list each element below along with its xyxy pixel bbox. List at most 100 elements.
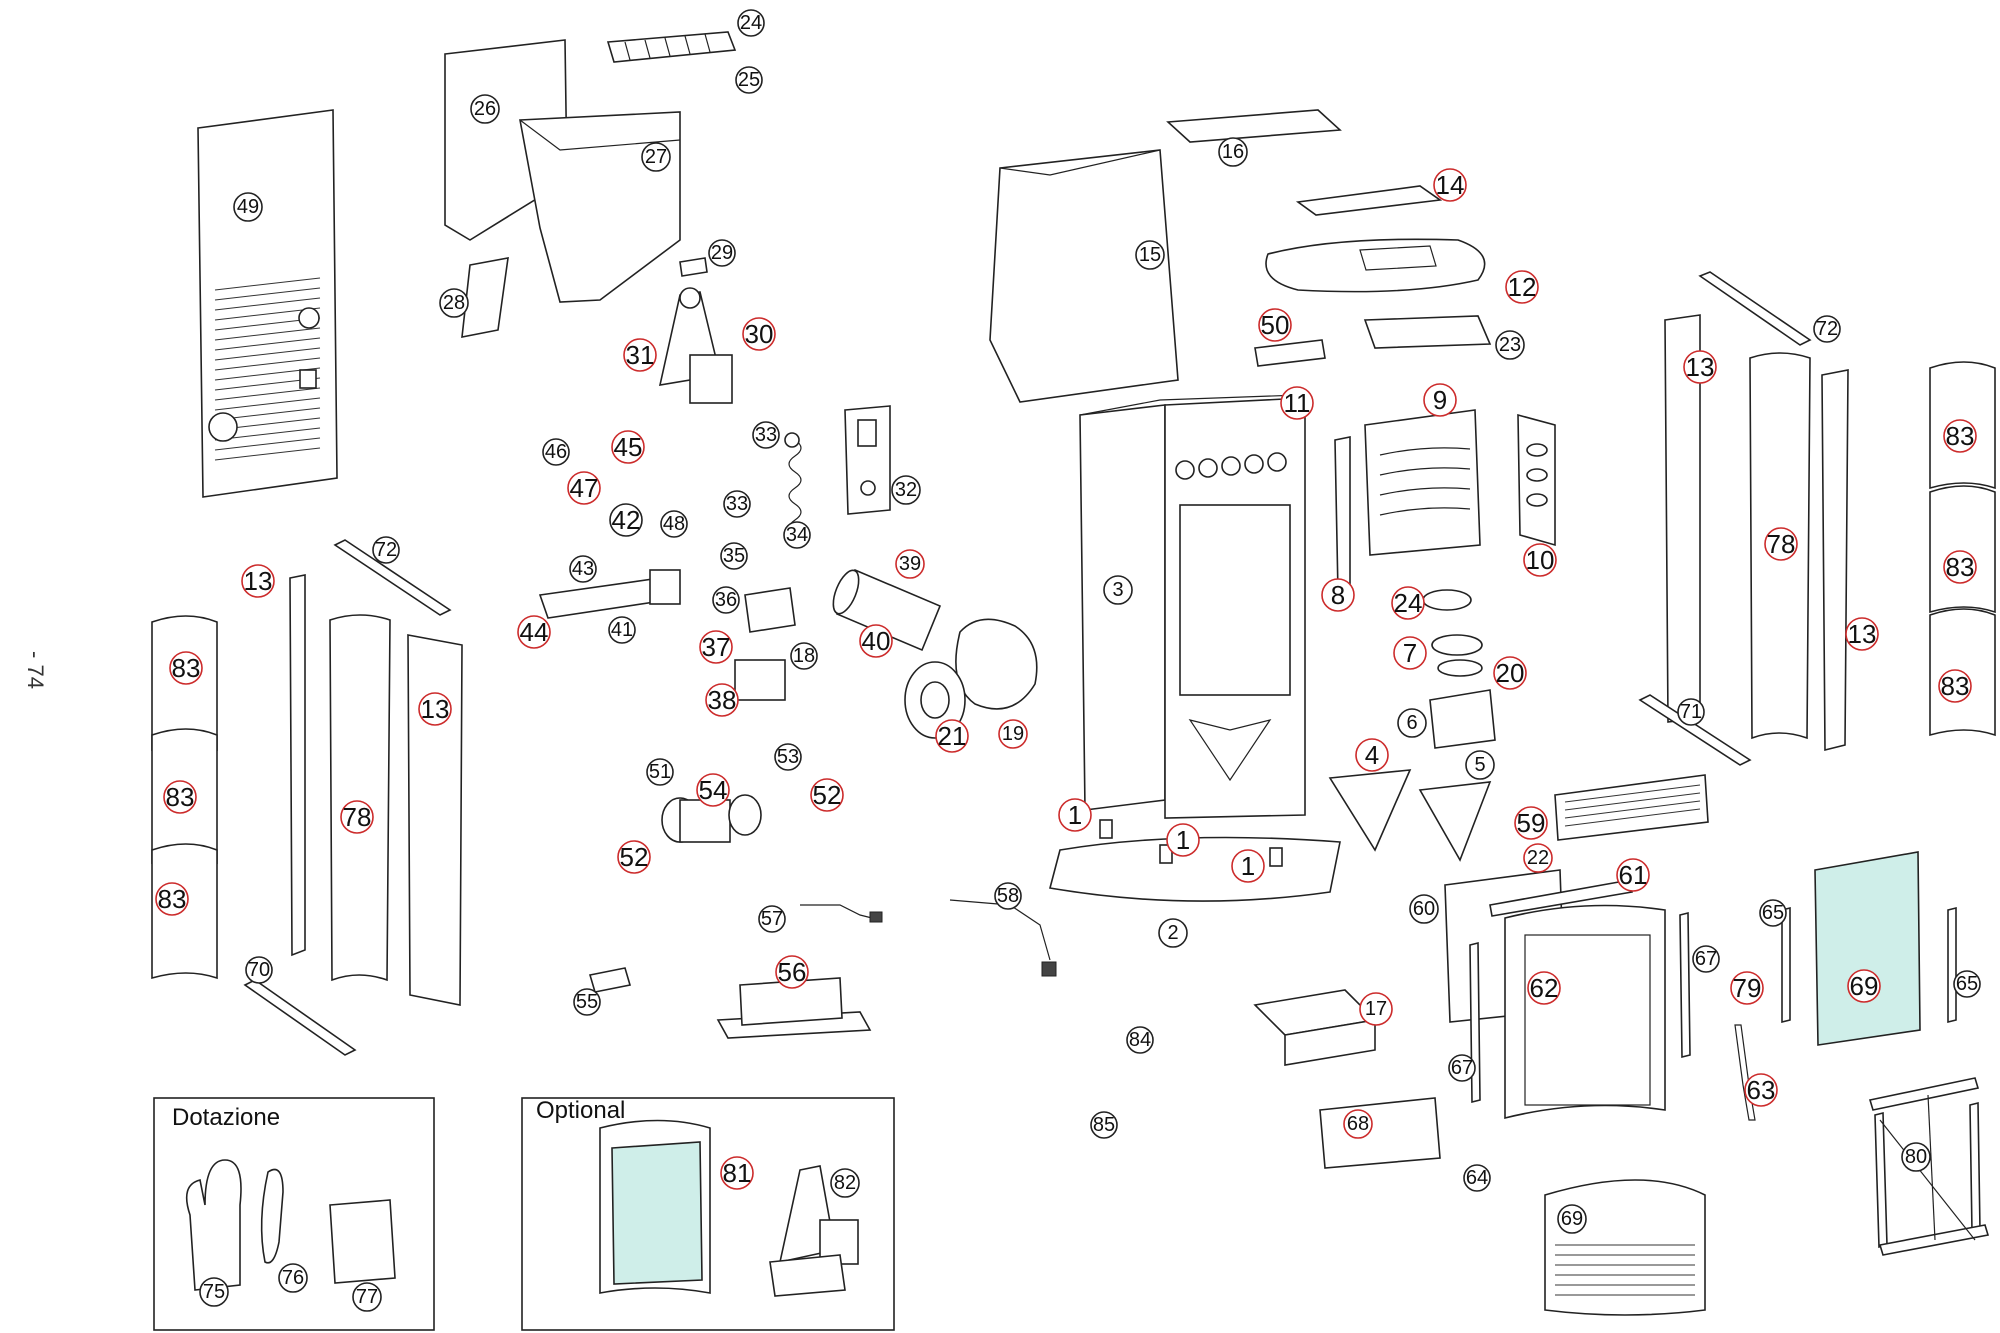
svg-text:29: 29: [711, 242, 733, 264]
svg-text:12: 12: [1508, 272, 1537, 302]
callout: 28: [439, 288, 469, 318]
part-3-frame: [1079, 394, 1306, 819]
part-16-top-plate: [1166, 109, 1342, 143]
part-19-fan: [955, 618, 1038, 710]
svg-text:31: 31: [626, 340, 655, 370]
svg-text:67: 67: [1695, 948, 1717, 970]
part-63-handle: [1734, 1024, 1756, 1121]
svg-text:52: 52: [813, 780, 842, 810]
part-56-control-board: [716, 977, 872, 1039]
svg-text:26: 26: [474, 98, 496, 120]
svg-text:77: 77: [356, 1286, 378, 1308]
svg-text:48: 48: [663, 513, 685, 535]
svg-text:83: 83: [158, 884, 187, 914]
svg-text:13: 13: [1848, 619, 1877, 649]
part-27-hopper-body: [519, 111, 681, 303]
part-69-door-front: [1544, 1179, 1706, 1316]
supplied-box-title: Dotazione: [172, 1104, 280, 1131]
svg-text:30: 30: [745, 319, 774, 349]
svg-text:1: 1: [1068, 800, 1082, 830]
callout: 35: [720, 542, 748, 570]
svg-text:45: 45: [614, 432, 643, 462]
callout: 49: [233, 192, 263, 222]
callout: 61: [1616, 858, 1650, 892]
callout: 52: [617, 840, 651, 874]
callout: 72: [372, 536, 400, 564]
callout: 57: [758, 905, 786, 933]
callout: 11: [1280, 386, 1314, 420]
svg-text:1: 1: [1241, 851, 1255, 881]
callout: 27: [641, 142, 671, 172]
svg-text:7: 7: [1403, 638, 1417, 668]
svg-text:51: 51: [649, 761, 671, 783]
svg-text:85: 85: [1093, 1114, 1115, 1136]
svg-text:82: 82: [834, 1172, 856, 1194]
callout: 39: [895, 549, 925, 579]
callout: 41: [608, 616, 636, 644]
svg-text:20: 20: [1496, 658, 1525, 688]
svg-text:46: 46: [545, 441, 567, 463]
svg-text:83: 83: [172, 653, 201, 683]
part-36-plate: [744, 587, 796, 633]
part-67-profiles: [1469, 911, 1691, 1104]
svg-text:52: 52: [620, 842, 649, 872]
part-21-motor: [904, 661, 966, 739]
svg-text:80: 80: [1905, 1146, 1927, 1168]
part-24-7-20-burner: [1422, 589, 1496, 749]
callout: 70: [245, 956, 273, 984]
svg-text:39: 39: [899, 553, 921, 575]
callout: 63: [1744, 1073, 1778, 1107]
part-13-side-panel-left: [407, 634, 463, 1006]
page-number: - 74: [23, 651, 48, 689]
part-32-plate: [844, 405, 891, 515]
svg-text:3: 3: [1112, 579, 1123, 601]
callout: 13: [1845, 617, 1879, 651]
svg-text:68: 68: [1347, 1113, 1369, 1135]
callout: 69: [1847, 969, 1881, 1003]
svg-text:76: 76: [282, 1267, 304, 1289]
callout: 71: [1677, 698, 1705, 726]
svg-text:58: 58: [997, 885, 1019, 907]
callout: 83: [1943, 550, 1977, 584]
callout: 53: [774, 743, 802, 771]
callout: 22: [1523, 843, 1553, 873]
callout: 80: [1901, 1142, 1931, 1172]
svg-text:2: 2: [1167, 922, 1178, 944]
part-2-base: [1049, 836, 1341, 902]
svg-text:13: 13: [421, 694, 450, 724]
part-59-grille: [1554, 774, 1709, 841]
callout: 62: [1527, 971, 1561, 1005]
callout: 83: [1938, 669, 1972, 703]
svg-text:71: 71: [1680, 701, 1702, 723]
part-77-manual: [329, 1199, 396, 1284]
callout: 46: [542, 438, 570, 466]
svg-text:16: 16: [1222, 141, 1244, 163]
svg-text:56: 56: [778, 957, 807, 987]
part-39-tube: [832, 568, 942, 652]
svg-text:32: 32: [895, 479, 917, 501]
callout: 34: [783, 521, 811, 549]
svg-text:15: 15: [1139, 244, 1161, 266]
callout: 76: [278, 1263, 308, 1293]
svg-text:62: 62: [1530, 973, 1559, 1003]
callout: 65: [1953, 970, 1981, 998]
svg-text:11: 11: [1284, 388, 1311, 418]
callout: 2: [1158, 918, 1188, 948]
svg-text:83: 83: [1946, 421, 1975, 451]
callout: 50: [1258, 308, 1292, 342]
svg-text:64: 64: [1466, 1167, 1488, 1189]
callout: 24: [737, 9, 765, 37]
callout: 13: [418, 692, 452, 726]
part-17-ash-drawer: [1253, 989, 1377, 1066]
callout: 5: [1465, 750, 1495, 780]
part-72-bar-left: [333, 539, 452, 616]
callout: 30: [742, 317, 776, 351]
svg-text:53: 53: [777, 746, 799, 768]
svg-text:69: 69: [1850, 971, 1879, 1001]
callout: 1: [1231, 849, 1265, 883]
svg-text:34: 34: [786, 524, 808, 546]
part-13-profile-left: [289, 574, 306, 957]
part-9-firebox-back: [1364, 409, 1481, 556]
